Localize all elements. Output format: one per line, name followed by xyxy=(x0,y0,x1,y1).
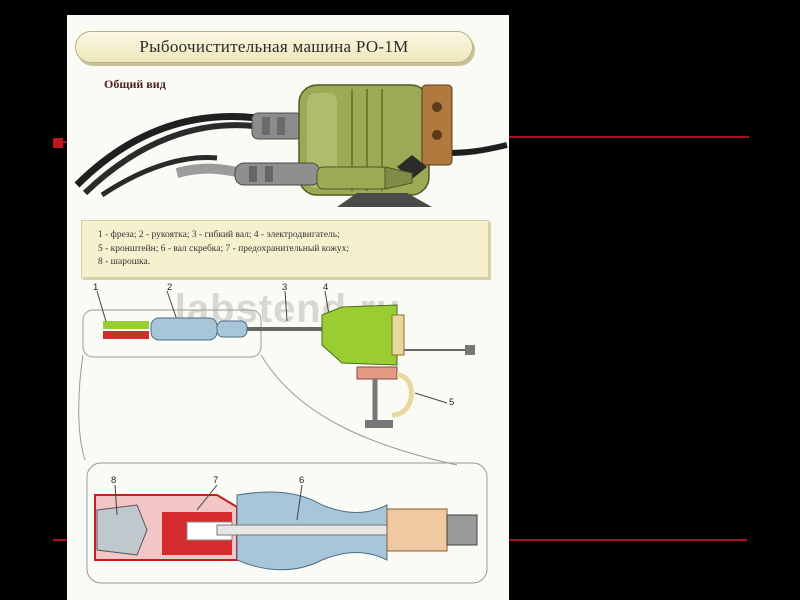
poster-subtitle: Общий вид xyxy=(104,77,166,91)
poster-title: Рыбоочистительная машина РО-1М xyxy=(75,31,473,63)
part-number-label: 6 xyxy=(299,475,305,486)
red-rule-top-right xyxy=(509,136,749,138)
red-rule-bottom-right xyxy=(509,539,747,541)
legend-line: 5 - кронштейн; 6 - вал скребка; 7 - пред… xyxy=(98,243,350,254)
part-number-label: 8 xyxy=(111,475,117,486)
part-number-label: 5 xyxy=(449,397,455,408)
part-number-label: 4 xyxy=(323,282,329,293)
assembly-diagram xyxy=(78,290,488,584)
red-bullet xyxy=(53,138,63,148)
red-rule-bottom-left xyxy=(53,539,69,541)
part-number-label: 1 xyxy=(93,282,99,293)
poster-image: Рыбоочистительная машина РО-1М Общий вид xyxy=(67,15,509,600)
general-view-illustration xyxy=(74,84,508,207)
parts-legend: 1 - фреза; 2 - рукоятка; 3 - гибкий вал;… xyxy=(81,220,489,278)
part-number-label: 2 xyxy=(167,282,173,293)
part-number-label: 7 xyxy=(213,475,219,486)
legend-line: 8 - шарошка. xyxy=(98,257,151,267)
part-number-label: 3 xyxy=(282,282,288,293)
legend-line: 1 - фреза; 2 - рукоятка; 3 - гибкий вал;… xyxy=(98,230,340,240)
